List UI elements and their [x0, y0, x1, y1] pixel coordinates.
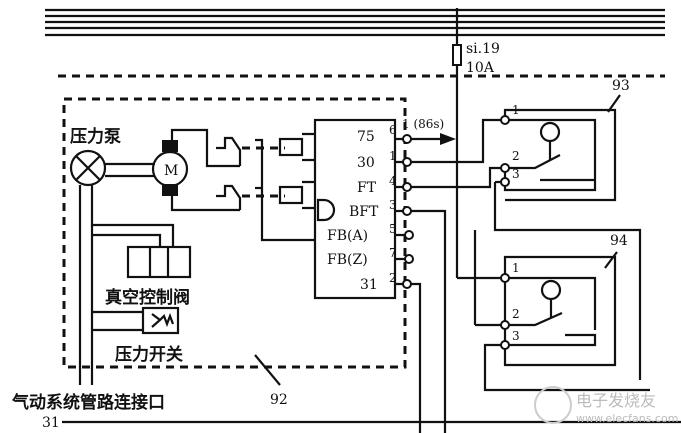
fuse-id: si.19 [466, 41, 500, 57]
pin-number: 3 [389, 198, 397, 212]
switch-94: 1 2 3 94 [473, 230, 650, 392]
svg-text:2: 2 [512, 307, 520, 321]
pin-number: 4 [389, 174, 397, 188]
pin-label: 75 [357, 129, 375, 145]
motor-icon [151, 150, 189, 188]
ref-93: 93 [612, 78, 630, 94]
vacuum-valve-label: 真空控制阀 [105, 287, 190, 308]
watermark: 电子发烧友 www.elecfans.com [534, 386, 678, 425]
pin-label: FB(A) [327, 228, 368, 244]
svg-text:1: 1 [512, 261, 520, 275]
unit-92-boundary [62, 97, 407, 369]
vacuum-valve-icon [126, 245, 192, 279]
pump-icon [69, 149, 107, 187]
pin-number: 7 [389, 246, 397, 260]
controller-box [313, 118, 397, 300]
power-bus [45, 8, 665, 37]
pressure-switch-icon [141, 306, 180, 335]
ground-label: 31 [42, 415, 60, 431]
pin-number: 5 [389, 222, 397, 236]
ref-94: 94 [610, 233, 628, 249]
switch-93: 1 2 3 93 [493, 78, 642, 380]
pump-label: 压力泵 [70, 126, 121, 147]
fuse-icon [452, 44, 462, 66]
pin-label: 31 [360, 277, 378, 293]
leader-92 [254, 354, 281, 386]
motor-label: M [164, 163, 178, 179]
pin-number: 2 [389, 271, 397, 285]
pin-number: 6 [389, 123, 397, 137]
relay-coil-1 [278, 137, 304, 157]
svg-text:2: 2 [512, 149, 520, 163]
svg-text:www.elecfans.com: www.elecfans.com [576, 412, 678, 425]
pin-label: 30 [357, 155, 375, 171]
svg-text:3: 3 [512, 167, 520, 181]
svg-text:3: 3 [512, 329, 520, 343]
pin-number: 1 [389, 149, 397, 163]
pin-label: BFT [349, 204, 379, 220]
pin-label: FT [357, 180, 377, 196]
pin-label: FB(Z) [327, 252, 368, 268]
pipe-connection-label: 气动系统管路连接口 [11, 392, 165, 413]
output-label: 1 (86s) [402, 117, 444, 131]
fuse-rating: 10A [466, 60, 495, 76]
diode-icon [316, 198, 336, 222]
arrow-icon [440, 133, 456, 145]
relay-coil-2 [278, 185, 304, 205]
svg-text:1: 1 [512, 103, 520, 117]
ref-92: 92 [270, 392, 288, 408]
pressure-switch-label: 压力开关 [115, 344, 183, 365]
svg-text:电子发烧友: 电子发烧友 [576, 391, 656, 410]
controller-pins: 75 30 FT BFT FB(A) FB(Z) 31 6 1 4 3 5 7 … [327, 123, 397, 293]
